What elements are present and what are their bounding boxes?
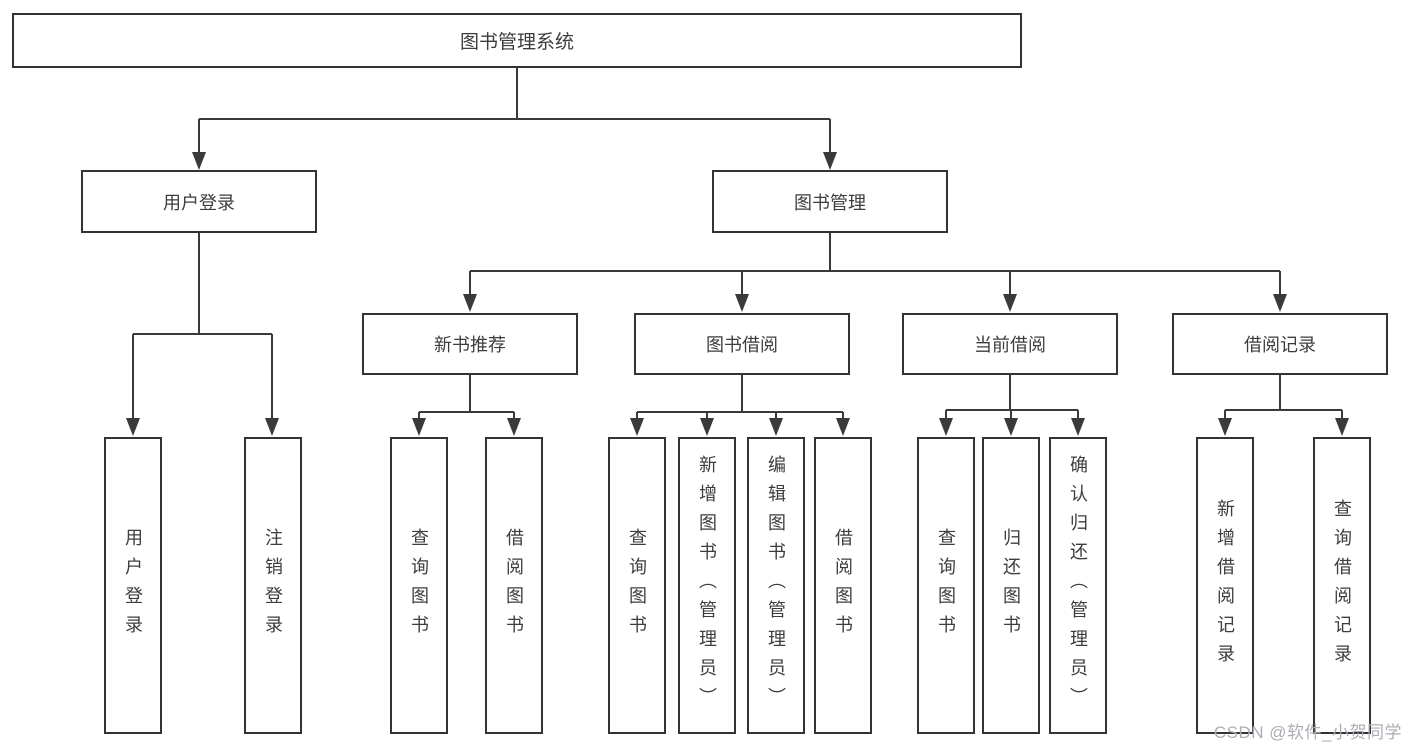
node-new-book-recommend: 新书推荐 xyxy=(362,313,578,375)
node-book-management-label: 图书管理 xyxy=(794,192,866,213)
leaf-borrow-borrow-book: 借阅图书 xyxy=(814,437,872,734)
node-borrow-record: 借阅记录 xyxy=(1172,313,1388,375)
node-current-borrow-label: 当前借阅 xyxy=(974,335,1046,355)
leaf-record-query-record: 查询借阅记录 xyxy=(1313,437,1371,734)
node-new-book-recommend-label: 新书推荐 xyxy=(434,335,506,355)
leaf-user-login: 用户登录 xyxy=(104,437,162,734)
node-book-borrow-label: 图书借阅 xyxy=(706,335,778,355)
leaf-current-query-book-label: 查询图书 xyxy=(936,527,956,644)
node-current-borrow: 当前借阅 xyxy=(902,313,1118,375)
leaf-record-query-record-label: 查询借阅记录 xyxy=(1332,498,1352,673)
node-system-root-label: 图书管理系统 xyxy=(459,32,574,53)
leaf-newbook-borrow-book: 借阅图书 xyxy=(485,437,543,734)
leaf-borrow-edit-book-admin-label: 编辑图书（管理员） xyxy=(766,455,786,716)
node-user-login-label: 用户登录 xyxy=(163,192,235,213)
leaf-record-add-record: 新增借阅记录 xyxy=(1196,437,1254,734)
node-system-root: 图书管理系统 xyxy=(12,13,1022,68)
node-user-login: 用户登录 xyxy=(81,170,317,233)
leaf-borrow-query-book: 查询图书 xyxy=(608,437,666,734)
leaf-borrow-query-book-label: 查询图书 xyxy=(627,527,647,644)
connector-book-borrow-children xyxy=(636,375,844,420)
leaf-current-confirm-return-admin-label: 确认归还（管理员） xyxy=(1068,455,1088,716)
connector-root-to-level2 xyxy=(198,68,831,155)
leaf-current-return-book: 归还图书 xyxy=(982,437,1040,734)
leaf-current-query-book: 查询图书 xyxy=(917,437,975,734)
connector-book-mgmt-children xyxy=(469,233,1281,296)
csdn-watermark: CSDN @软件_小贺同学 xyxy=(1213,723,1402,742)
leaf-logout-label: 注销登录 xyxy=(263,527,283,644)
leaf-borrow-add-book-admin: 新增图书（管理员） xyxy=(678,437,736,734)
connector-borrow-record-children xyxy=(1224,375,1343,420)
leaf-record-add-record-label: 新增借阅记录 xyxy=(1215,498,1235,673)
leaf-newbook-query-book-label: 查询图书 xyxy=(409,527,429,644)
arrowheads xyxy=(126,152,1349,436)
leaf-newbook-borrow-book-label: 借阅图书 xyxy=(504,527,524,644)
leaf-borrow-borrow-book-label: 借阅图书 xyxy=(833,527,853,644)
leaf-current-confirm-return-admin: 确认归还（管理员） xyxy=(1049,437,1107,734)
node-book-borrow: 图书借阅 xyxy=(634,313,850,375)
leaf-newbook-query-book: 查询图书 xyxy=(390,437,448,734)
connector-current-borrow-children xyxy=(945,375,1079,420)
leaf-current-return-book-label: 归还图书 xyxy=(1001,527,1021,644)
leaf-borrow-add-book-admin-label: 新增图书（管理员） xyxy=(697,455,717,716)
leaf-logout: 注销登录 xyxy=(244,437,302,734)
connector-new-book-children xyxy=(418,375,515,420)
leaf-borrow-edit-book-admin: 编辑图书（管理员） xyxy=(747,437,805,734)
connector-user-login-children xyxy=(132,233,273,420)
node-book-management: 图书管理 xyxy=(712,170,948,233)
leaf-user-login-label: 用户登录 xyxy=(123,527,143,644)
node-borrow-record-label: 借阅记录 xyxy=(1244,335,1316,355)
